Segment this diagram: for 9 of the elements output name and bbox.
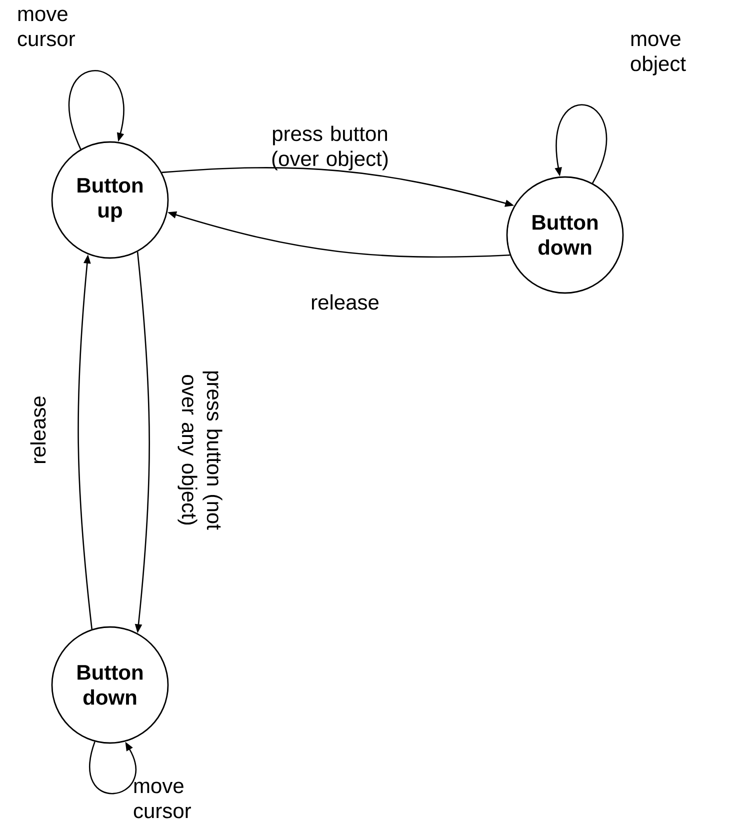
arrow <box>89 742 136 794</box>
edge-label: release <box>312 294 378 310</box>
edge-label: press button (not over any object) <box>178 371 222 530</box>
edge-label: move cursor <box>134 782 191 818</box>
edge-label: press button (over object) <box>272 126 388 170</box>
arrow <box>68 70 124 150</box>
edge-label: release <box>30 396 46 464</box>
edge-label: move object <box>630 34 686 76</box>
edge-label: move cursor <box>18 10 75 46</box>
